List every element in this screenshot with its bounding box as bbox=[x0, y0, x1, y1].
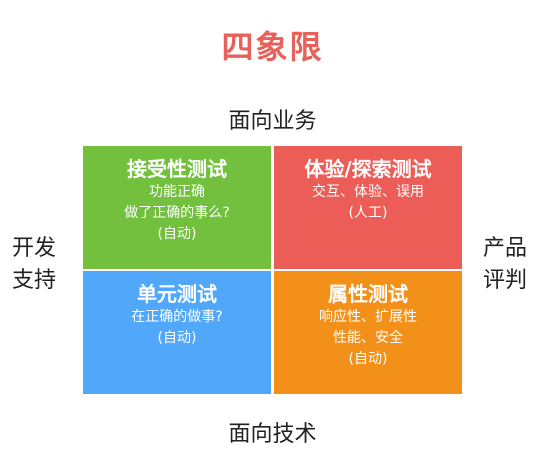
axis-label-right-line: 产品 bbox=[482, 236, 527, 261]
quadrant-text-line: (自动) bbox=[348, 351, 388, 367]
diagram-title: 四象限 bbox=[221, 28, 324, 66]
quadrant-text-line: (自动) bbox=[157, 226, 197, 242]
quadrant-text-line: (自动) bbox=[157, 330, 197, 346]
quadrant-text-line: 做了正确的事么? bbox=[124, 205, 230, 221]
quadrant-title: 体验/探索测试 bbox=[304, 157, 432, 181]
quadrant-text-line: 响应性、扩展性 bbox=[319, 309, 417, 325]
axis-label-left: 开发 支持 bbox=[4, 233, 64, 297]
axis-label-right: 产品 评判 bbox=[475, 233, 535, 297]
quadrant-text-line: 在正确的做事? bbox=[131, 309, 223, 325]
quadrant-title: 属性测试 bbox=[328, 282, 408, 306]
quadrant-grid: 接受性测试 功能正确 做了正确的事么? (自动) 体验/探索测试 交互、体验、误… bbox=[83, 146, 462, 394]
quadrant-title: 单元测试 bbox=[137, 282, 217, 306]
quadrant-bottom-right: 属性测试 响应性、扩展性 性能、安全 (自动) bbox=[274, 271, 462, 394]
axis-label-left-line: 开发 bbox=[11, 236, 56, 261]
quadrant-text-line: (人工) bbox=[348, 205, 388, 221]
axis-label-top: 面向业务 bbox=[228, 109, 317, 134]
axis-label-left-line: 支持 bbox=[11, 268, 56, 293]
quadrant-text-line: 性能、安全 bbox=[333, 330, 403, 346]
quadrant-title: 接受性测试 bbox=[127, 157, 227, 181]
quadrant-bottom-left: 单元测试 在正确的做事? (自动) bbox=[83, 271, 271, 394]
quadrant-top-left: 接受性测试 功能正确 做了正确的事么? (自动) bbox=[83, 146, 271, 269]
quadrant-text-line: 功能正确 bbox=[149, 184, 205, 200]
quadrant-top-right: 体验/探索测试 交互、体验、误用 (人工) bbox=[274, 146, 462, 269]
axis-label-bottom: 面向技术 bbox=[228, 422, 317, 447]
quadrant-text-line: 交互、体验、误用 bbox=[312, 184, 424, 200]
axis-label-right-line: 评判 bbox=[482, 268, 527, 293]
